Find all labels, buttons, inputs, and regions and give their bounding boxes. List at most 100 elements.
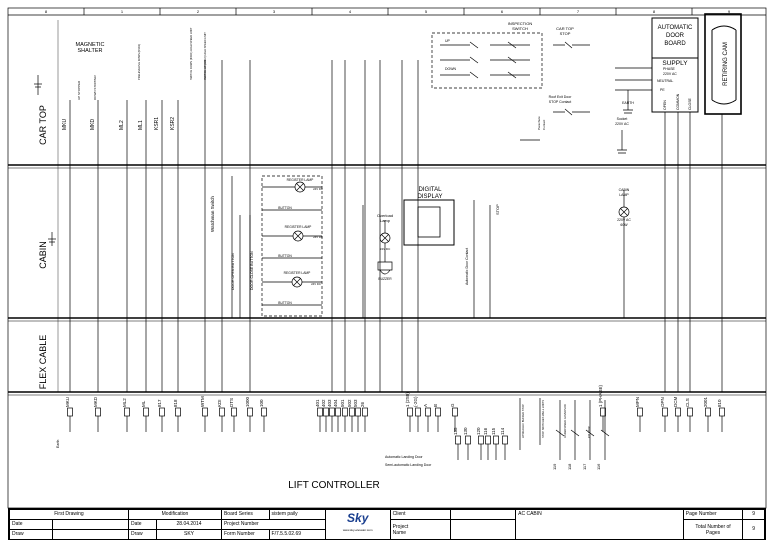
safety-terminal-number: 119: [552, 463, 557, 470]
terminal-label: 26: [360, 401, 365, 407]
safety-device-label: STOP SWITCHES WELL LIMITS: [541, 400, 545, 438]
parachute-label: Parachute: [537, 116, 541, 130]
register-lamp-label: REGISTER LAMP: [287, 178, 315, 182]
terminal-block: [662, 407, 668, 417]
inspection-switch-box: [431, 32, 543, 89]
watchman-switch-label: Watchman Switch: [210, 196, 215, 232]
earth-label: EARTH: [622, 101, 634, 105]
safety-device-label: HYDRAULIC BUFFER STOP: [521, 404, 525, 438]
terminal-block: [329, 407, 335, 417]
terminal-label: DTS: [229, 398, 234, 407]
terminal-block: [675, 407, 681, 417]
column-ruler: [83, 8, 693, 15]
speed-limit-label: SWITCH DOWN (KSR1) HIGH SPEED LIMIT: [189, 27, 193, 80]
column-number: 8: [45, 9, 48, 14]
terminal-block: [415, 407, 421, 417]
car-top-stop-label: STOP: [560, 31, 571, 36]
terminal-block: [95, 407, 101, 417]
magnetic-shalter-title: MAGNETIC: [75, 42, 104, 48]
terminal-label: 817: [157, 399, 162, 407]
button-label: BUTTON: [278, 254, 292, 258]
earth-symbol-cabin: [48, 232, 56, 246]
terminal-block: [637, 407, 643, 417]
terminal-block: [143, 407, 149, 417]
terminal-label: DCM: [673, 397, 678, 407]
column-number: 5: [425, 9, 428, 14]
door-output-label: CLOSE: [688, 97, 692, 110]
terminal-label: 502: [347, 399, 352, 407]
earth-symbol-car-top: [34, 75, 42, 95]
phase-label: 220V AC: [663, 72, 677, 76]
cabin-lamp-label: 220V AC: [617, 218, 631, 222]
drawing-title: LIFT CONTROLLER: [288, 480, 380, 491]
digital-display-box: [403, 199, 455, 246]
terminal-block: [124, 407, 130, 417]
terminal-block: [452, 407, 458, 417]
title-block: First Drawing Modification Board Series …: [8, 508, 766, 540]
terminal-block: [67, 407, 73, 417]
ac-cabin-label: AC CABIN: [515, 509, 684, 540]
column-number: 8: [653, 9, 656, 14]
terminal-label: OPN: [660, 397, 665, 407]
inspection-switch-title: SWITCH: [512, 26, 528, 31]
terminal-label: 403: [327, 399, 332, 407]
pe-label: PE: [660, 88, 665, 92]
door-output-label: COMMON: [676, 93, 680, 110]
voltage-label: 24V DC: [313, 235, 323, 239]
terminal-label: 135: [453, 427, 458, 435]
terminal-label: (-2G): [413, 396, 418, 407]
register-lamp-1: [294, 181, 306, 193]
retiring-cam-label: RETIRING CAM: [723, 42, 729, 86]
door-close-label: DOOR CLOSE BUTTON: [250, 251, 254, 290]
landing-door-label: Semi-automatic Landing Door: [385, 463, 432, 467]
car-top-stop-label: CAR TOP: [556, 26, 574, 31]
cabin-lamp-label: 60W: [620, 223, 628, 227]
terminal-label: B: [433, 404, 438, 407]
digital-display-title: DISPLAY: [418, 194, 443, 200]
neutral-label: NEUTRAL: [657, 79, 673, 83]
terminal-block: [719, 407, 725, 417]
terminal-label: KDI: [217, 399, 222, 407]
car-top-device-label: ML1: [138, 120, 144, 130]
button-label: BUTTON: [278, 206, 292, 210]
retiring-cam-box: [704, 13, 742, 115]
overload-label: Lamp: [380, 218, 391, 223]
speed-limit-label: SWITCH UP (KSR2) HIGH SPEED LIMIT: [203, 32, 207, 80]
terminal-label: 116: [483, 427, 488, 435]
terminal-label: 100: [259, 399, 264, 407]
terminal-block: [705, 407, 711, 417]
socket-label: 220V AC: [615, 122, 629, 126]
terminal-label: 818: [173, 399, 178, 407]
terminal-label: MKU: [65, 397, 70, 407]
terminal-label: 1 (2S0): [405, 392, 410, 407]
terminal-block: [362, 407, 368, 417]
terminal-label: G: [450, 403, 455, 407]
terminal-label: ML2: [122, 398, 127, 407]
auto-door-contact-label: Automatic Door Contact: [465, 248, 469, 285]
column-number: 7: [577, 9, 580, 14]
inspection-down-label: DOWN: [445, 67, 457, 71]
flex-cable-terminals: [67, 407, 725, 460]
terminal-label: 401: [315, 399, 320, 407]
register-lamp-label: REGISTER LAMP: [284, 271, 312, 275]
buzzer-label: BUZZER: [378, 277, 392, 281]
terminal-block: [342, 407, 348, 417]
terminal-label: 2001: [703, 396, 708, 407]
safety-device-label: PIT STOP: [587, 426, 591, 438]
terminal-block: [247, 407, 253, 417]
car-top-device-label: KSR2: [170, 117, 176, 130]
column-number: 2: [197, 9, 200, 14]
terminal-label: 1 (PHASE): [598, 384, 603, 407]
terminal-block: [478, 435, 484, 445]
preleveling-label: PRELEVELING DOWN (KSR1): [137, 44, 141, 80]
terminal-label: A: [423, 404, 428, 407]
page-number-label: Page Number: [682, 509, 744, 520]
modification-label: Modification: [127, 509, 222, 520]
terminal-block: [425, 407, 431, 417]
overload-label: 24V DC: [380, 247, 391, 251]
zone-label-car-top: CAR TOP: [38, 105, 48, 145]
safety-device-label: UNDERSPEED GOVERNOR: [563, 404, 567, 438]
